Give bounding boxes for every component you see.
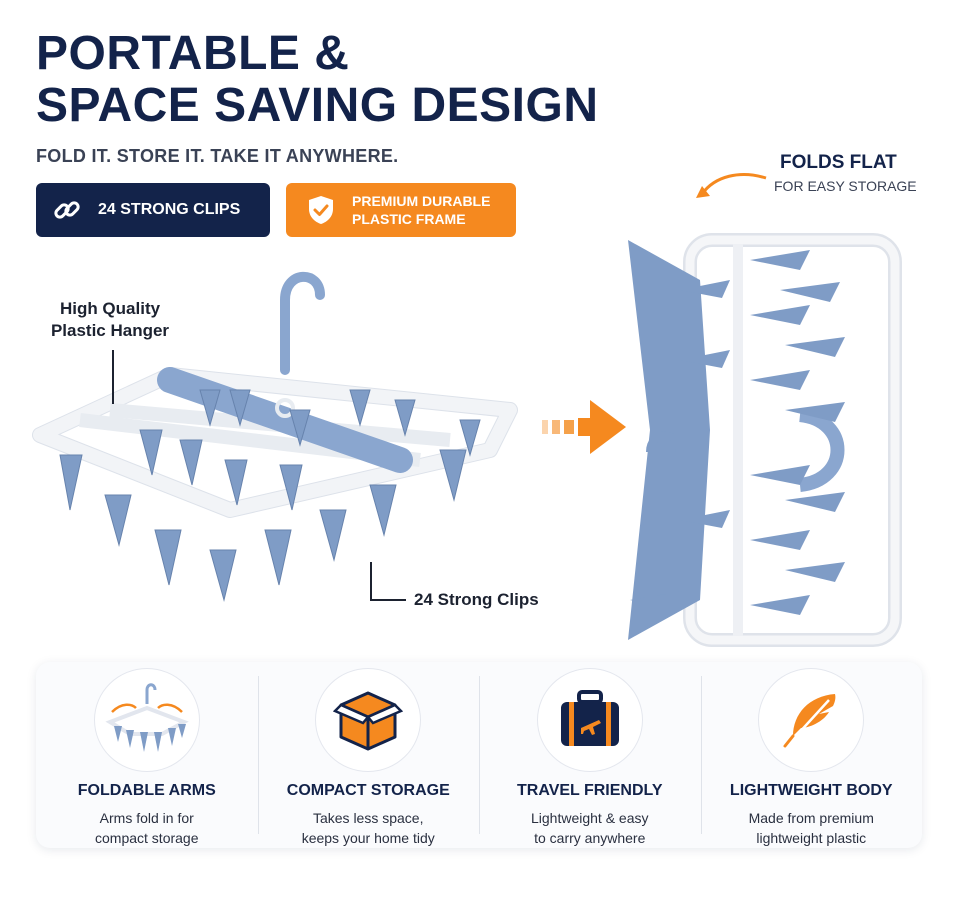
feature-foldable-arms: FOLDABLE ARMS Arms fold in for compact s… (36, 662, 258, 848)
feature-title: TRAVEL FRIENDLY (517, 782, 663, 799)
features-panel: FOLDABLE ARMS Arms fold in for compact s… (36, 662, 922, 848)
suitcase-icon (536, 668, 643, 772)
feature-desc: Lightweight & easy to carry anywhere (530, 810, 649, 846)
feature-travel-friendly: TRAVEL FRIENDLY Lightweight & easy to ca… (479, 662, 701, 848)
callout-line-clips (370, 562, 372, 600)
feature-desc: Arms fold in for compact storage (95, 810, 199, 846)
badge-label: 24 STRONG CLIPS (98, 201, 241, 218)
feature-lightweight-body: LIGHTWEIGHT BODY Made from premium light… (700, 662, 923, 848)
callout-line-hanger (112, 350, 114, 404)
feather-icon (758, 668, 865, 772)
feature-title: COMPACT STORAGE (286, 782, 450, 799)
folding-hanger-icon (93, 668, 200, 772)
callout-line-clips-h (370, 599, 406, 601)
page-subtitle: FOLD IT. STORE IT. TAKE IT ANYWHERE. (36, 146, 399, 166)
folds-flat-title: FOLDS FLAT (780, 152, 897, 173)
feature-desc: Takes less space, keeps your home tidy (301, 810, 435, 846)
feature-desc: Made from premium lightweight plastic (748, 810, 874, 846)
folds-flat-subtitle: FOR EASY STORAGE (774, 178, 917, 194)
hanger-folded-illustration (628, 233, 902, 647)
page-title: PORTABLE & SPACE SAVING DESIGN (36, 28, 598, 132)
arrow-right-icon (542, 400, 626, 454)
feature-title: LIGHTWEIGHT BODY (729, 782, 893, 799)
feature-title: FOLDABLE ARMS (77, 782, 216, 799)
shield-check-icon (304, 193, 338, 227)
callout-hanger-quality: High Quality Plastic Hanger (50, 299, 170, 340)
title-line-2: SPACE SAVING DESIGN (36, 79, 599, 132)
link-icon (50, 193, 84, 227)
badge-label: PREMIUM DURABLE PLASTIC FRAME (352, 193, 491, 227)
box-icon (315, 668, 422, 772)
feature-compact-storage: COMPACT STORAGE Takes less space, keeps … (257, 662, 480, 848)
curved-arrow-icon (696, 173, 767, 198)
callout-strong-clips: 24 Strong Clips (414, 590, 539, 609)
hanger-open-illustration (32, 271, 518, 602)
badge-premium-frame: PREMIUM DURABLE PLASTIC FRAME (286, 183, 516, 237)
badge-strong-clips: 24 STRONG CLIPS (36, 183, 270, 237)
title-line-1: PORTABLE & (36, 27, 350, 80)
